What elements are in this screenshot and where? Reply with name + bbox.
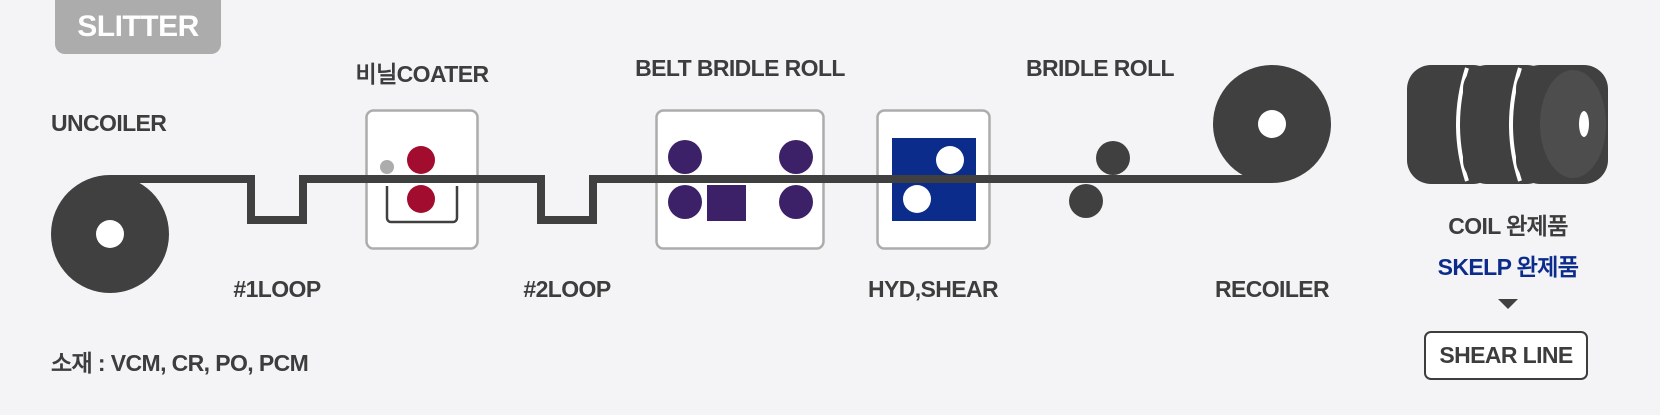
belt-bridle-roll-unit xyxy=(655,109,825,250)
skelp-product-label: SKELP 완제품 xyxy=(1437,254,1579,280)
belt-bridle-roll-label: BELT BRIDLE ROLL xyxy=(635,55,845,81)
uncoiler-label: UNCOILER xyxy=(51,110,167,136)
uncoiler-icon xyxy=(51,175,169,293)
strip-line xyxy=(110,175,1272,224)
arrow-down-icon xyxy=(1498,299,1518,309)
hyd-shear-label: HYD,SHEAR xyxy=(867,276,999,302)
shear-line-box: SHEAR LINE xyxy=(1424,331,1588,380)
process-title-badge: SLITTER xyxy=(55,0,221,54)
coil-product-label: COIL 완제품 xyxy=(1448,213,1568,239)
finished-coil-stack-icon xyxy=(1407,65,1608,184)
coater-label: 비닐COATER xyxy=(355,61,490,87)
bridle-roll-icon xyxy=(1069,141,1130,218)
coater-guide-roll-icon xyxy=(380,160,394,174)
loop2-label: #2LOOP xyxy=(523,276,611,302)
bridle-roll-label: BRIDLE ROLL xyxy=(1026,55,1175,81)
recoiler-label: RECOILER xyxy=(1214,276,1330,302)
coater-bottom-roll-icon xyxy=(407,185,435,213)
recoiler-icon xyxy=(1213,65,1331,183)
material-note: 소재 : VCM, CR, PO, PCM xyxy=(51,350,309,376)
coater-top-roll-icon xyxy=(407,146,435,174)
loop1-label: #1LOOP xyxy=(233,276,321,302)
